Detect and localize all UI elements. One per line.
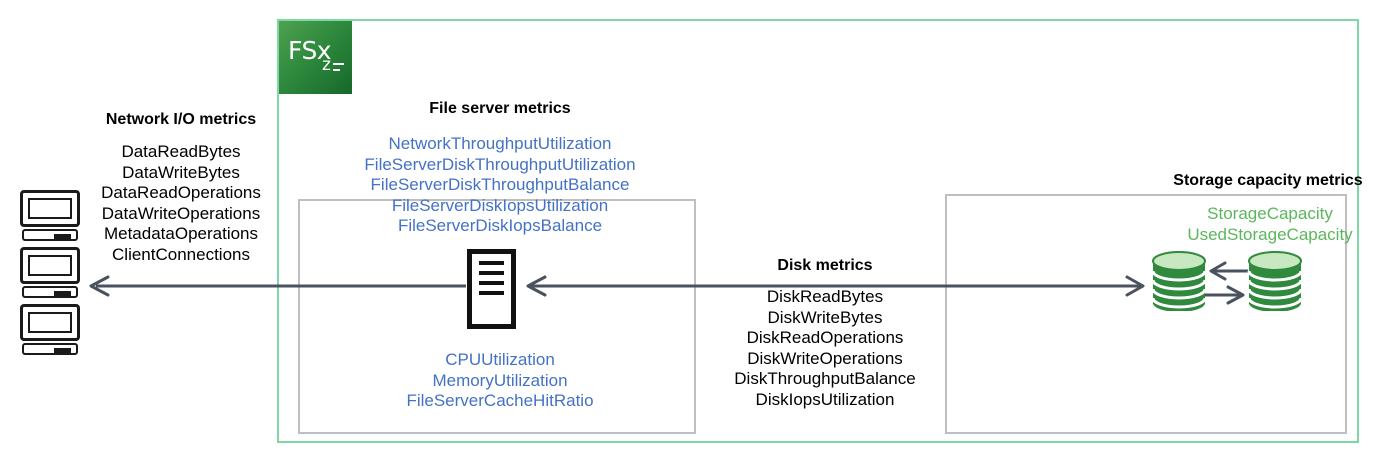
computer-screen xyxy=(20,190,80,227)
metric-item: MemoryUtilization xyxy=(432,370,568,390)
metric-item: StorageCapacity xyxy=(1207,204,1333,223)
metric-item: FileServerDiskIopsBalance xyxy=(397,216,603,235)
fsx-logo-subscript: z xyxy=(322,55,331,75)
metric-item: CPUUtilization xyxy=(445,350,555,369)
metric-item: DiskWriteOperations xyxy=(747,348,903,368)
metric-item: DiskReadOperations xyxy=(746,328,904,347)
database-cylinder-icon xyxy=(1151,251,1207,311)
metric-item: FileServerDiskIopsUtilization xyxy=(391,195,609,215)
server-bar xyxy=(479,261,504,265)
computer-screen xyxy=(20,304,80,341)
database-cylinder-icon xyxy=(1247,251,1303,311)
server-bar xyxy=(479,271,504,275)
computer-screen-inner xyxy=(28,255,72,276)
computer-base xyxy=(22,343,78,355)
fsx-logo-bar-lower xyxy=(333,69,340,71)
metric-item: FileServerCacheHitRatio xyxy=(406,391,594,410)
file-server-box xyxy=(298,199,696,434)
network-metrics-heading: Network I/O metrics xyxy=(105,111,257,128)
computer-base-slot xyxy=(54,348,71,353)
metric-item: DiskIopsUtilization xyxy=(755,389,895,409)
computer-base-slot xyxy=(54,234,71,239)
metric-item: FileServerDiskThroughputUtilization xyxy=(364,154,636,174)
metric-item: DataWriteBytes xyxy=(122,162,240,182)
computer-icon xyxy=(20,247,82,298)
computer-icon xyxy=(20,190,82,241)
fsx-logo-text: FSx xyxy=(288,36,332,65)
file-server-metrics-heading: File server metrics xyxy=(429,100,571,117)
fsx-logo: FSx z xyxy=(279,21,352,94)
computer-base xyxy=(22,229,78,241)
computer-base-slot xyxy=(54,291,71,296)
metric-item: DataReadBytes xyxy=(121,142,241,161)
fsx-service-boundary xyxy=(277,19,1359,443)
computer-base xyxy=(22,286,78,298)
metric-item: NetworkThroughputUtilization xyxy=(388,134,612,153)
metric-item: MetadataOperations xyxy=(103,224,259,243)
storage-box xyxy=(945,194,1347,434)
metric-item: UsedStorageCapacity xyxy=(1187,224,1353,244)
client-computers-group xyxy=(20,190,82,355)
metric-item: DataReadOperations xyxy=(101,183,261,202)
computer-icon xyxy=(20,304,82,355)
computer-screen xyxy=(20,247,80,284)
server-tower-icon xyxy=(467,249,516,329)
metric-item: DataWriteOperations xyxy=(101,203,261,223)
server-bar xyxy=(479,281,504,285)
fsx-logo-bar-upper xyxy=(333,63,344,65)
metric-item: DiskReadBytes xyxy=(766,287,884,306)
metric-item: DiskWriteBytes xyxy=(767,307,883,327)
computer-screen-inner xyxy=(28,312,72,333)
metric-item: DiskThroughputBalance xyxy=(734,369,916,388)
server-bar xyxy=(479,291,504,295)
disk-metrics-heading: Disk metrics xyxy=(777,257,873,274)
metric-item: FileServerDiskThroughputBalance xyxy=(370,175,630,194)
metric-item: ClientConnections xyxy=(112,244,250,264)
computer-screen-inner xyxy=(28,198,72,219)
storage-metrics-heading: Storage capacity metrics xyxy=(1173,172,1363,189)
